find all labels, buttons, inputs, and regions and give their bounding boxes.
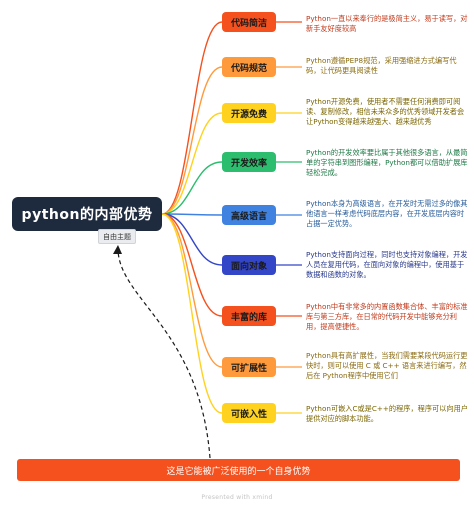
branch-connector xyxy=(161,161,223,215)
branch-connector xyxy=(161,112,223,215)
branch-connector xyxy=(161,66,223,215)
branch-rich-library[interactable]: 丰富的库 xyxy=(222,306,276,326)
root-topic[interactable]: python的内部优势 xyxy=(12,197,162,231)
branch-dev-efficiency[interactable]: 开发效率 xyxy=(222,152,276,172)
branch-label: 代码简洁 xyxy=(230,18,267,29)
note-open-source: Python开源免费，使用者不需要任何消费即可阅读、复制修改，相信未来众多的优秀… xyxy=(306,97,465,126)
note-high-level: Python本身为高级语言，在开发时无需过多的像其他语言一样考虑代码底层内容，在… xyxy=(306,199,468,228)
arrow-head xyxy=(113,245,122,254)
branch-connector xyxy=(161,21,223,215)
relation-dashed-arrow xyxy=(117,249,211,459)
branch-connector xyxy=(161,213,223,414)
branch-connector xyxy=(161,213,223,266)
branch-concise-code[interactable]: 代码简洁 xyxy=(222,12,276,32)
note-concise-code: Python一直以来奉行的是极简主义，易于读写，对新手友好度较高 xyxy=(306,14,468,33)
branch-open-source[interactable]: 开源免费 xyxy=(222,103,276,123)
branch-label: 面向对象 xyxy=(230,261,267,272)
root-title: python的内部优势 xyxy=(21,207,153,223)
free-topic-label: 自由主题 xyxy=(103,232,131,241)
branch-embeddability[interactable]: 可嵌入性 xyxy=(222,403,276,423)
branch-label: 可嵌入性 xyxy=(230,409,267,420)
summary-text: 这是它能被广泛使用的一个自身优势 xyxy=(166,466,311,477)
branch-connector xyxy=(161,213,223,216)
branch-high-level[interactable]: 高级语言 xyxy=(222,205,276,225)
note-embeddability: Python可嵌入C或是C++的程序，程序可以向用户提供对应的脚本功能。 xyxy=(306,404,468,423)
branch-connector xyxy=(161,213,223,368)
branch-label: 开发效率 xyxy=(230,158,267,169)
xmind-footer: Presented with xmind xyxy=(201,494,273,501)
branch-label: 开源免费 xyxy=(230,109,267,120)
branch-connector xyxy=(161,213,223,317)
note-extensibility: Python具有高扩展性，当我们需要某段代码运行更快时，则可以使用 C 或 C+… xyxy=(306,351,468,380)
branch-label: 丰富的库 xyxy=(230,312,267,323)
summary-bar[interactable]: 这是它能被广泛使用的一个自身优势 xyxy=(17,459,460,481)
note-code-standard: Python遵循PEP8规范，采用强缩进方式编写代码，让代码更具阅读性 xyxy=(306,56,457,75)
free-topic-tag[interactable]: 自由主题 xyxy=(98,229,136,244)
branch-label: 代码规范 xyxy=(230,63,267,74)
note-rich-library: Python中有非常多的内置函数集合体、丰富的标准库与第三方库，在日常的代码开发… xyxy=(306,302,468,331)
branch-extensibility[interactable]: 可扩展性 xyxy=(222,357,276,377)
note-dev-efficiency: Python的开发效率要比属于其他很多语言，从最简单的字符串到图形编程，Pyth… xyxy=(306,148,468,177)
branch-label: 高级语言 xyxy=(230,211,267,222)
branch-label: 可扩展性 xyxy=(230,363,267,374)
branch-object-oriented[interactable]: 面向对象 xyxy=(222,255,276,275)
branch-code-standard[interactable]: 代码规范 xyxy=(222,57,276,77)
note-object-oriented: Python支持面向过程，同时也支持对象编程，开发人员在复用代码，在面向对象的编… xyxy=(306,250,468,279)
